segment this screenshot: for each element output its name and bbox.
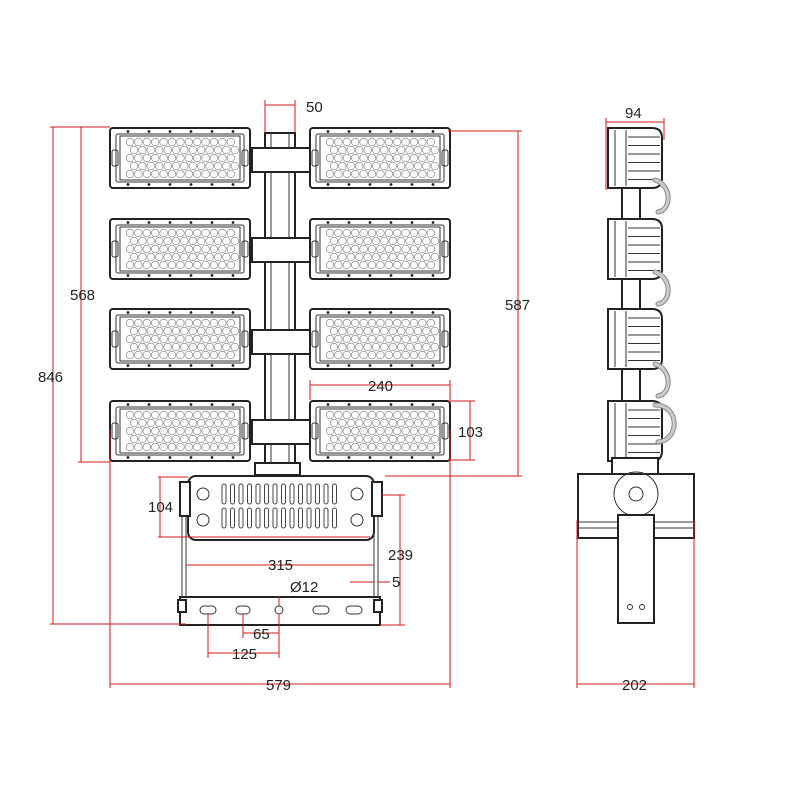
dimension-hole-spacing: 65 125 xyxy=(207,614,280,663)
bracket-fin xyxy=(289,507,295,529)
side-width-label: 94 xyxy=(625,105,642,122)
dimension-hole-diameter: Ø12 xyxy=(278,579,318,606)
light-module xyxy=(309,308,451,370)
bracket-height-label: 104 xyxy=(148,499,173,516)
side-view: 94 202 xyxy=(576,105,695,694)
bracket-fin xyxy=(221,483,227,505)
bracket-fin xyxy=(315,483,320,505)
bracket-fin xyxy=(255,507,261,529)
bracket-fin xyxy=(323,507,329,529)
side-module xyxy=(607,218,663,280)
bracket-fin xyxy=(332,483,337,505)
total-height-label: 846 xyxy=(38,369,63,386)
bracket-fin xyxy=(272,483,278,505)
dimension-bracket-depth: 239 xyxy=(380,494,413,626)
bracket-fin xyxy=(315,507,320,529)
bracket-fin xyxy=(238,507,244,529)
dimension-pole-width: 50 xyxy=(264,99,323,133)
bracket-fin xyxy=(323,483,329,505)
bracket-fin xyxy=(306,507,312,529)
dimension-pole-span: 587 xyxy=(385,130,530,477)
light-module xyxy=(109,400,251,462)
bracket-fin xyxy=(272,507,278,529)
side-cables xyxy=(652,177,677,445)
hole-spacing-large-label: 125 xyxy=(232,646,257,663)
light-module xyxy=(309,218,451,280)
overall-width-label: 579 xyxy=(266,677,291,694)
front-view: 50 846 568 587 240 xyxy=(38,99,530,694)
light-modules xyxy=(109,127,451,462)
central-pole xyxy=(264,132,296,474)
dimension-bracket-width: 315 xyxy=(186,557,374,574)
dimension-module-width: 240 xyxy=(309,378,451,400)
mounting-bracket xyxy=(177,462,383,626)
bracket-fin xyxy=(247,507,252,529)
bracket-fin xyxy=(306,483,312,505)
side-module xyxy=(607,400,663,462)
bracket-fin xyxy=(332,507,337,529)
light-module xyxy=(309,400,451,462)
dimension-total-height: 846 xyxy=(38,126,186,625)
pole-width-label: 50 xyxy=(306,99,323,116)
dimension-overall-width: 579 xyxy=(109,430,451,694)
hole-diameter-label: Ø12 xyxy=(290,579,318,596)
module-width-label: 240 xyxy=(368,378,393,395)
dimension-bracket-height: 104 xyxy=(148,476,370,538)
side-module xyxy=(607,308,663,370)
plate-edge-label: 5 xyxy=(392,574,400,591)
light-module xyxy=(309,127,451,189)
side-light-modules xyxy=(607,127,663,462)
array-height-label: 568 xyxy=(70,287,95,304)
bracket-width-label: 315 xyxy=(268,557,293,574)
dimension-array-height: 568 xyxy=(70,126,110,463)
light-module xyxy=(109,218,251,280)
dimension-side-width: 94 xyxy=(605,105,665,190)
bracket-fin xyxy=(247,483,252,505)
side-depth-label: 202 xyxy=(622,677,647,694)
bracket-fin xyxy=(281,507,286,529)
dimension-side-depth: 202 xyxy=(576,520,695,694)
module-height-label: 103 xyxy=(458,424,483,441)
bracket-depth-label: 239 xyxy=(388,547,413,564)
bracket-fin xyxy=(281,483,286,505)
pole-span-label: 587 xyxy=(505,297,530,314)
bracket-fin xyxy=(238,483,244,505)
bracket-fin xyxy=(298,483,303,505)
light-module xyxy=(109,308,251,370)
dimension-plate-edge: 5 xyxy=(350,574,400,591)
bracket-fin xyxy=(298,507,303,529)
dimension-module-height: 103 xyxy=(448,400,483,461)
bracket-fin xyxy=(230,483,235,505)
bracket-fin xyxy=(289,483,295,505)
bracket-fin xyxy=(230,507,235,529)
bracket-fin xyxy=(264,483,269,505)
bracket-fin xyxy=(264,507,269,529)
light-module xyxy=(109,127,251,189)
hole-spacing-small-label: 65 xyxy=(253,626,270,643)
side-bracket xyxy=(577,457,695,624)
bracket-fin xyxy=(221,507,227,529)
bracket-fin xyxy=(255,483,261,505)
side-module xyxy=(607,127,663,189)
